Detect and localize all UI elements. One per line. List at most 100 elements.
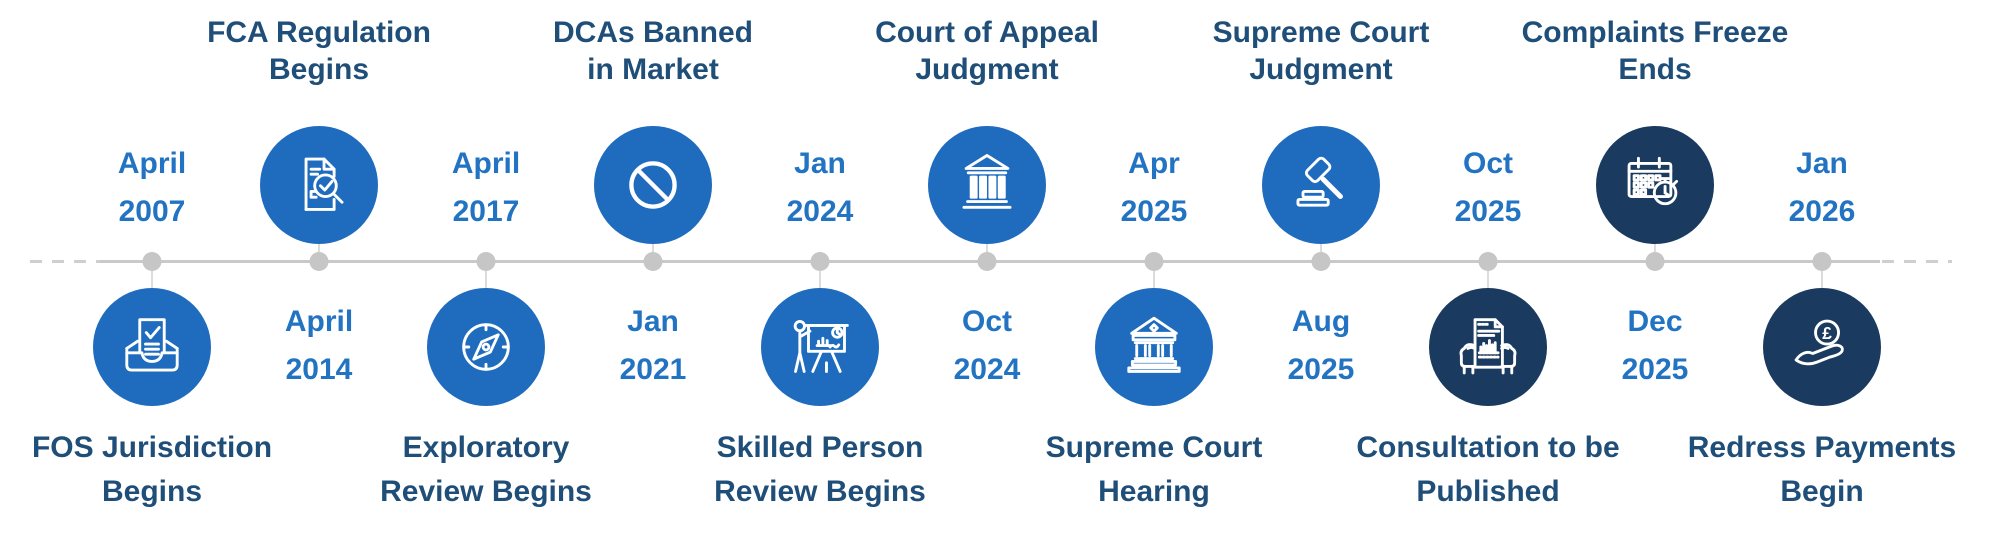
timeline-dot [1645,252,1665,271]
date-line: April [284,305,354,338]
ban-icon [629,161,677,209]
label-line: Exploratory [402,431,570,464]
event-label: Skilled Person Review Begins [650,426,990,514]
pound-symbol: £ [1822,323,1832,343]
event-date: Jan 2026 [1722,140,1922,236]
courthouse-icon [962,154,1012,209]
event-icon-circle [1262,126,1380,244]
event-date: April 2014 [219,298,419,394]
label-line: Judgment [1249,53,1393,86]
connector-line [1487,271,1489,288]
document-magnifier-check-icon [304,157,344,211]
compass-icon [462,323,510,371]
label-line: FCA Regulation [207,16,431,49]
event-date: April 2017 [386,140,586,236]
courthouse-ornate-icon [1127,316,1181,373]
connector-line [652,244,654,252]
event-icon-circle [928,126,1046,244]
event-icon-circle [1095,288,1213,406]
event-icon-circle [260,126,378,244]
label-line: in Market [587,53,719,86]
label-line: Judgment [915,53,1059,86]
connector-line [318,244,320,252]
inbox-document-check-icon [125,318,179,372]
label-line: Court of Appeal [875,16,1099,49]
event-icon-circle [594,126,712,244]
event-icon-circle [1429,288,1547,406]
event-date: Dec 2025 [1555,298,1755,394]
event-date: Apr 2025 [1054,140,1254,236]
connector-line [1821,271,1823,288]
timeline-dot [643,252,663,271]
timeline-dashed-segment-left [30,260,102,263]
date-line: 2017 [452,195,520,228]
label-line: Supreme Court [1045,431,1263,464]
timeline-dot [810,252,830,271]
event-date: Oct 2025 [1388,140,1588,236]
event-date: Aug 2025 [1221,298,1421,394]
connector-line [986,244,988,252]
event-label: Supreme Court Judgment [1151,14,1491,88]
date-line: April [117,147,187,180]
connector-line [151,271,153,288]
event-icon-circle [93,288,211,406]
gavel-icon [1296,156,1343,207]
event-icon-circle [1596,126,1714,244]
date-line: 2021 [619,353,687,386]
connector-line [819,271,821,288]
date-line: 2025 [1120,195,1188,228]
event-label: Supreme Court Hearing [984,426,1324,514]
event-date: Oct 2024 [887,298,1087,394]
timeline-dot [476,252,496,271]
date-line: 2025 [1454,195,1522,228]
label-line: Supreme Court [1212,16,1430,49]
event-label: Redress Payments Begin [1652,426,1992,514]
timeline-dot [977,252,997,271]
label-line: FOS Jurisdiction [31,431,273,464]
label-line: Review Begins [380,475,592,508]
event-icon-circle [761,288,879,406]
timeline-dot [1311,252,1331,271]
connector-line [485,271,487,288]
timeline-dot [1478,252,1498,271]
timeline-dot [309,252,329,271]
event-label: Exploratory Review Begins [316,426,656,514]
date-line: 2024 [786,195,854,228]
event-date: Jan 2024 [720,140,920,236]
calendar-stopwatch-icon [1627,156,1679,206]
label-line: Review Begins [714,475,926,508]
label-line: Hearing [1098,475,1210,508]
hand-coin-pound-icon: £ [1794,319,1844,366]
event-label: DCAs Banned in Market [483,14,823,88]
timeline-dot [1144,252,1164,271]
event-label: Consultation to be Published [1318,426,1658,514]
label-line: Redress Payments [1687,431,1957,464]
label-line: Consultation to be [1356,431,1620,464]
date-line: Jan [627,305,679,338]
event-label: FOS Jurisdiction Begins [0,426,322,514]
label-line: Begin [1780,475,1864,508]
date-line: 2025 [1621,353,1689,386]
timeline-dot [142,252,162,271]
date-line: 2007 [118,195,186,228]
event-icon-circle: £ [1763,288,1881,406]
date-line: Oct [961,305,1012,338]
event-label: Court of Appeal Judgment [817,14,1157,88]
connector-line [1153,271,1155,288]
event-date: Jan 2021 [553,298,753,394]
connector-line [1320,244,1322,252]
event-label: Complaints Freeze Ends [1485,14,1825,88]
date-line: Oct [1462,147,1513,180]
date-line: Jan [794,147,846,180]
label-line: Published [1416,475,1560,508]
event-label: FCA Regulation Begins [149,14,489,88]
date-line: 2026 [1788,195,1856,228]
date-line: 2024 [953,353,1021,386]
label-line: Begins [101,475,203,508]
date-line: 2014 [285,353,353,386]
label-line: Begins [268,53,370,86]
timeline-dashed-segment-right [1882,260,1952,263]
date-line: 2025 [1287,353,1355,386]
presentation-person-icon [793,320,849,373]
